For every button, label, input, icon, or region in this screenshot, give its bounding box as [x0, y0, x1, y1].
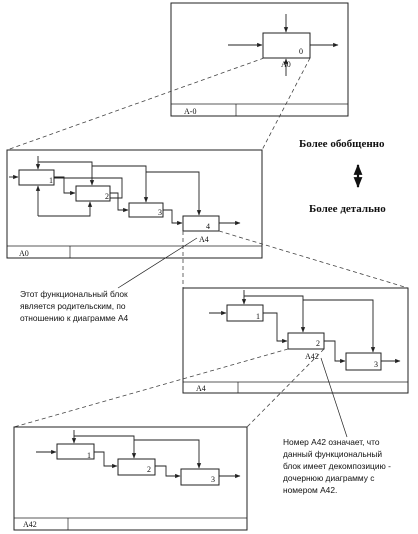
leader-line: [117, 237, 198, 289]
function-block-3: [180, 468, 220, 486]
link-1-2: [263, 312, 288, 344]
note-line: блок имеет декомпозицию -: [283, 461, 391, 471]
block-code: A42: [305, 352, 319, 361]
block-number: 3: [374, 360, 378, 369]
function-block-a0: [262, 32, 311, 59]
block-number: 2: [105, 192, 109, 201]
feedback-line: [54, 177, 123, 199]
control-arrow-3: [303, 299, 376, 353]
control-arrow-3: [92, 165, 149, 203]
link-2-3: [155, 465, 181, 479]
control-arrow-2: [244, 295, 306, 333]
note-line: является родительским, по: [20, 301, 126, 311]
link-1-2: [54, 176, 76, 196]
function-block-4: [182, 215, 220, 232]
diagram-a4: A4 1 2 A42 3: [182, 287, 409, 394]
label-more-general: Более обобщенно: [299, 138, 385, 150]
parent-block-note: Этот функциональный блок является родите…: [20, 237, 198, 323]
diagram-frame: [170, 2, 349, 117]
link-1-2: [94, 451, 118, 469]
block-number: 4: [206, 222, 210, 231]
block-number: 1: [256, 312, 260, 321]
link-2-3: [324, 340, 346, 364]
node-label: A42: [23, 520, 37, 529]
block-number: 2: [316, 339, 320, 348]
label-more-detailed: Более детально: [309, 203, 386, 215]
projection-line-right: [261, 57, 311, 151]
function-block-2: [117, 458, 156, 476]
function-block-1: [56, 443, 95, 460]
diagram-a-minus-0: A-0 0 A0: [170, 2, 349, 117]
note-line: дочернюю диаграмму с: [283, 473, 374, 483]
note-line: отношению к диаграмме А4: [20, 313, 129, 323]
block-number: 3: [211, 475, 215, 484]
control-arrow-3: [134, 439, 202, 469]
node-label: A4: [196, 384, 206, 393]
leader-line: [320, 357, 348, 438]
diagram-a42: A42 1 2 3: [13, 426, 248, 531]
control-arrow-2: [38, 161, 95, 186]
projection-line-left: [13, 348, 289, 428]
block-number: 3: [158, 208, 162, 217]
function-block-3: [345, 352, 382, 371]
block-number: 1: [49, 176, 53, 185]
control-arrow-4: [146, 171, 202, 216]
mechanism-arrow-2: [38, 201, 93, 217]
block-code: A4: [199, 235, 209, 244]
note-line: Этот функциональный блок: [20, 289, 128, 299]
function-block-1: [18, 169, 55, 186]
link-2-3: [110, 192, 129, 213]
note-line: номером А42.: [283, 485, 337, 495]
function-block-2: [75, 185, 111, 202]
block-number: 1: [87, 451, 91, 460]
block-number: 2: [147, 465, 151, 474]
projection-line-right: [218, 230, 409, 289]
projection-line-left: [6, 57, 265, 151]
projection-line-right: [246, 348, 325, 428]
block-number: 0: [299, 47, 303, 56]
node-label: A-0: [184, 107, 196, 116]
note-line: данный функциональный: [283, 449, 382, 459]
node-label: A0: [19, 249, 29, 258]
node-number-note: Номер А42 означает, что данный функциона…: [283, 357, 391, 495]
control-arrow-2: [74, 435, 137, 459]
link-3-4: [163, 209, 183, 226]
note-line: Номер А42 означает, что: [283, 437, 380, 447]
diagram-a0: A0 1 2 3 4 A4: [6, 149, 263, 259]
